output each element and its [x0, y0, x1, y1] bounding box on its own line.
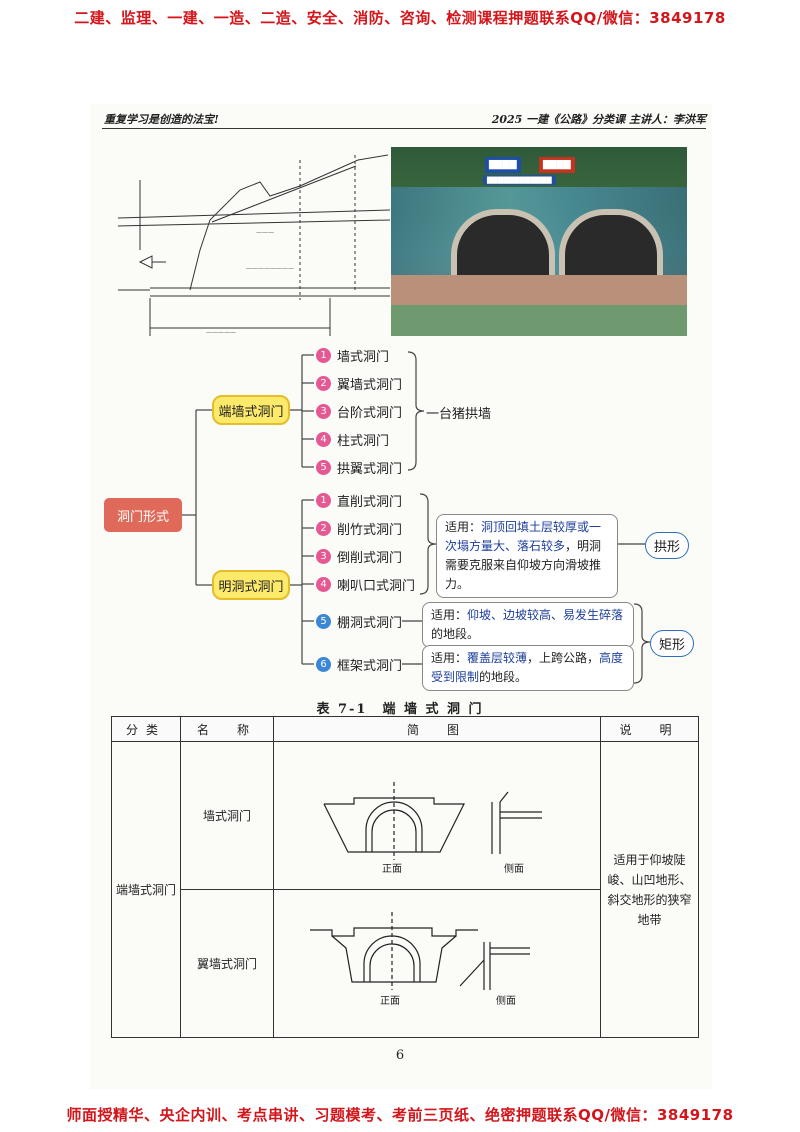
mindmap-root: 洞门形式: [104, 498, 182, 532]
wing-wall-portal-diagram: 正面 侧面: [274, 890, 600, 1034]
label-front-view: 正面: [382, 864, 402, 875]
diagram-cell-wall: 正面 侧面: [274, 742, 601, 890]
note-frame-applicability: 适用：覆盖层较薄，上跨公路，高度受到限制的地段。: [422, 645, 634, 691]
col-name: 名 称: [181, 717, 274, 742]
description-cell: 适用于仰坡陡峻、山凹地形、斜交地形的狭窄地带: [601, 742, 699, 1038]
table-row: 端墙式洞门 墙式洞门 正面 侧面 适用于仰坡陡峻、山凹地形、斜交地形的: [112, 742, 699, 890]
table-title: 表 7-1 端 墙 式 洞 门: [0, 698, 800, 717]
diagram-cell-wing-wall: 正面 侧面: [274, 890, 601, 1038]
note-arch-applicability: 适用：洞顶回填土层较厚或一次塌方量大、落石较多，明洞需要克服来自仰坡方向滑坡推力…: [436, 514, 618, 598]
note-shed-applicability: 适用：仰坡、边坡较高、易发生碎落的地段。: [422, 602, 634, 648]
col-description: 说 明: [601, 717, 699, 742]
label-front-view: 正面: [380, 996, 400, 1007]
name-cell-wall: 墙式洞门: [181, 742, 274, 890]
page-number: 6: [0, 1048, 800, 1063]
bottom-banner: 师面授精华、央企内训、考点串讲、习题模考、考前三页纸、绝密押题联系QQ/微信：3…: [0, 1104, 800, 1125]
label-side-view: 侧面: [496, 994, 516, 1007]
col-category: 分类: [112, 717, 181, 742]
branch-open-cut-portal: 明洞式洞门: [212, 570, 290, 600]
end-wall-portal-table: 分类 名 称 简 图 说 明 端墙式洞门 墙式洞门 正面: [111, 716, 699, 1038]
branch-end-wall-portal: 端墙式洞门: [212, 395, 290, 425]
category-cell: 端墙式洞门: [112, 742, 181, 1038]
name-cell-wing-wall: 翼墙式洞门: [181, 890, 274, 1038]
mnemonic-note: 一台猪拱墙: [426, 403, 491, 422]
table-header-row: 分类 名 称 简 图 说 明: [112, 717, 699, 742]
tag-rect-shape: 矩形: [650, 630, 694, 657]
label-side-view: 侧面: [504, 862, 524, 875]
col-diagram: 简 图: [274, 717, 601, 742]
tag-arch-shape: 拱形: [645, 532, 689, 559]
wall-portal-diagram: 正面 侧面: [274, 742, 600, 886]
